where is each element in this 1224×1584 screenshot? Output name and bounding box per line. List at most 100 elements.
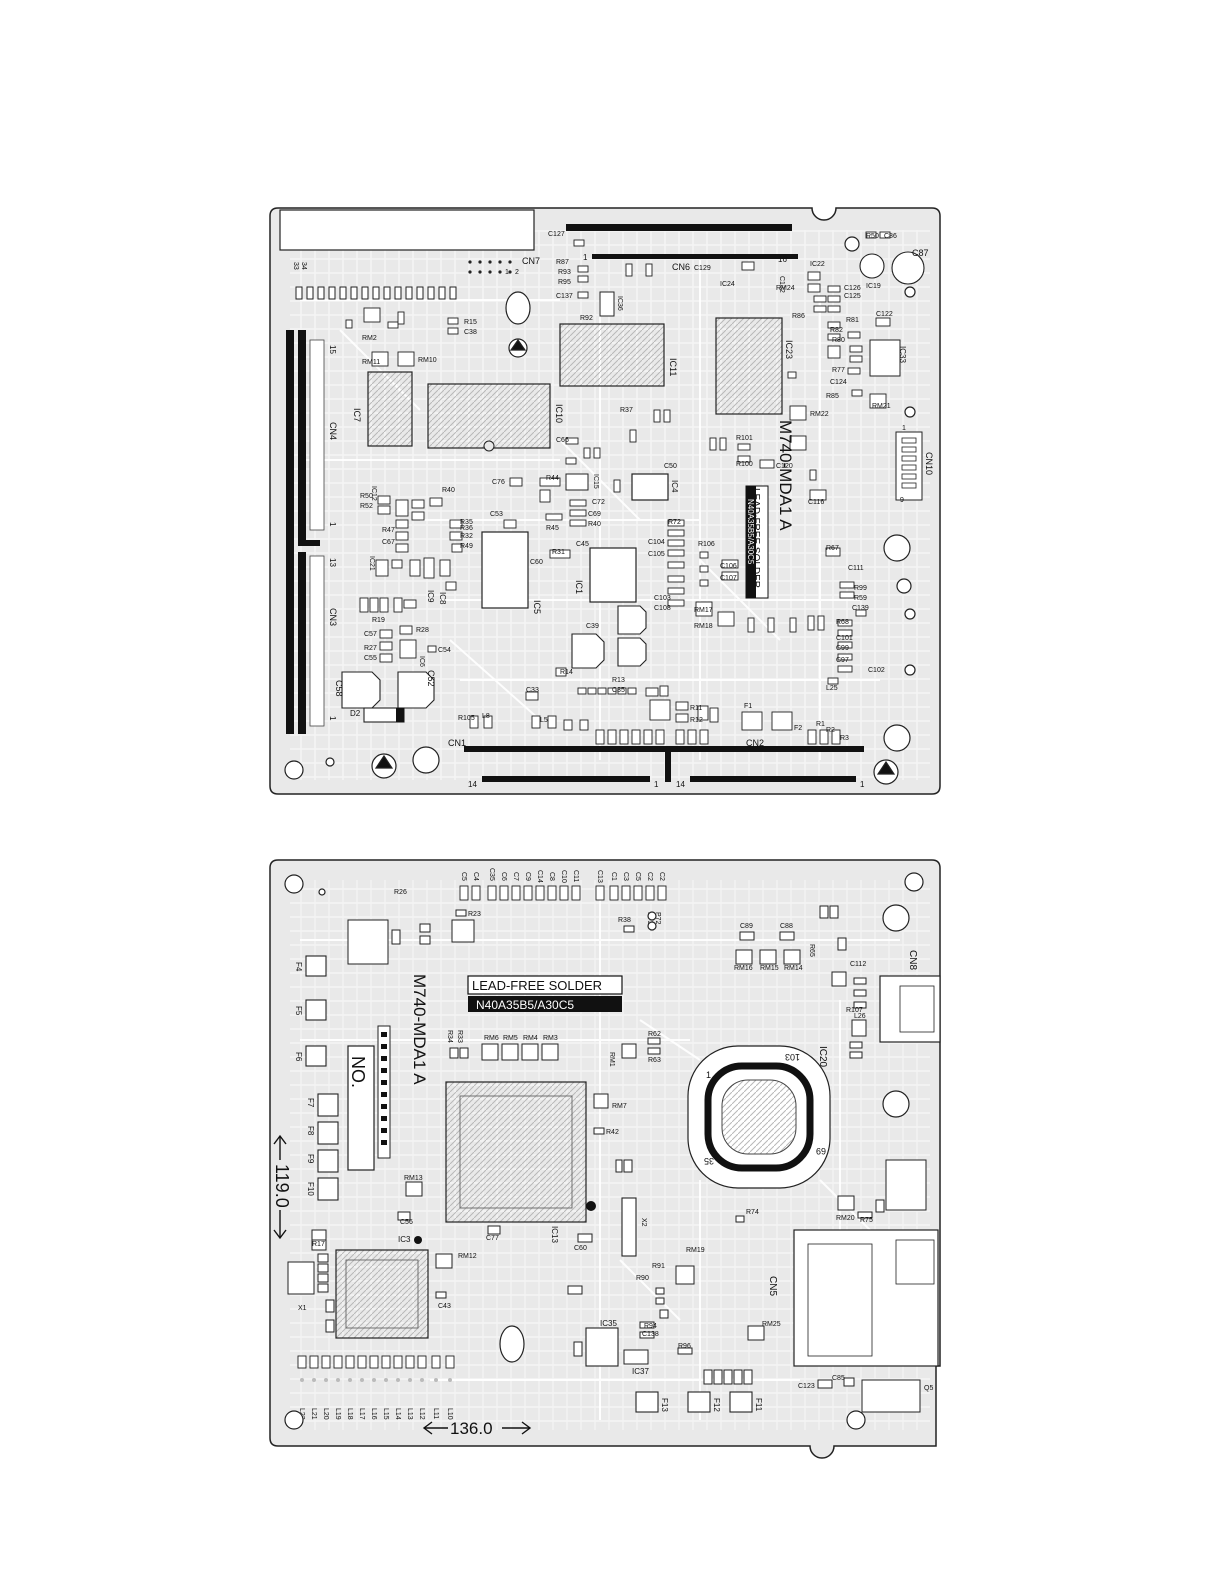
ic7-label: IC7 bbox=[352, 408, 362, 422]
svg-text:F7: F7 bbox=[306, 1098, 315, 1108]
svg-text:C88: C88 bbox=[780, 923, 793, 930]
ic20-pin-35: 35 bbox=[704, 1156, 714, 1166]
svg-text:R82: R82 bbox=[830, 327, 843, 334]
svg-text:R90: R90 bbox=[636, 1275, 649, 1282]
ic8-label: IC8 bbox=[438, 592, 447, 605]
cn6-pin-1: 1 bbox=[583, 253, 588, 262]
svg-text:C72: C72 bbox=[592, 499, 605, 506]
svg-text:P72: P72 bbox=[654, 912, 661, 925]
svg-text:C56: C56 bbox=[400, 1219, 413, 1226]
svg-text:C5: C5 bbox=[634, 872, 641, 881]
ic21-label: IC21 bbox=[368, 556, 375, 571]
svg-text:C2: C2 bbox=[646, 872, 653, 881]
cn1-label: CN1 bbox=[448, 738, 466, 748]
svg-text:L21: L21 bbox=[310, 1408, 317, 1420]
svg-text:C13: C13 bbox=[596, 870, 603, 883]
svg-text:X1: X1 bbox=[298, 1305, 307, 1312]
svg-text:RM18: RM18 bbox=[694, 623, 713, 630]
svg-text:C101: C101 bbox=[836, 635, 853, 642]
cn7-pin-34: 34 bbox=[300, 262, 307, 270]
ic15-chip bbox=[565, 473, 589, 491]
ic1-label: IC1 bbox=[574, 580, 584, 594]
svg-text:R65: R65 bbox=[808, 944, 815, 957]
cn6-pin-16: 16 bbox=[778, 255, 787, 264]
bottom-part-code-box bbox=[468, 996, 622, 1012]
svg-text:C9: C9 bbox=[524, 872, 531, 881]
svg-text:RM13: RM13 bbox=[404, 1175, 423, 1182]
ic3-label: IC3 bbox=[398, 1235, 411, 1244]
svg-text:C86: C86 bbox=[884, 233, 897, 240]
rm-row-labels: R34 R33 RM6 RM5 RM4 RM3 bbox=[446, 1030, 558, 1043]
svg-text:R68: R68 bbox=[836, 619, 849, 626]
svg-text:C5: C5 bbox=[460, 872, 467, 881]
svg-text:C104: C104 bbox=[648, 539, 665, 546]
svg-text:R49: R49 bbox=[460, 543, 473, 550]
svg-text:C120: C120 bbox=[776, 463, 793, 470]
svg-text:R72: R72 bbox=[668, 519, 681, 526]
top-passive-pads bbox=[345, 231, 891, 745]
svg-text:R80: R80 bbox=[832, 337, 845, 344]
svg-text:C126: C126 bbox=[844, 285, 861, 292]
svg-text:R15: R15 bbox=[464, 319, 477, 326]
ic22-label: IC22 bbox=[810, 261, 825, 268]
svg-text:L26: L26 bbox=[854, 1013, 866, 1020]
svg-text:F4: F4 bbox=[294, 962, 303, 972]
svg-text:C3: C3 bbox=[622, 872, 629, 881]
svg-text:C105: C105 bbox=[648, 551, 665, 558]
svg-text:C35: C35 bbox=[488, 868, 495, 881]
ic20-pin-103: 103 bbox=[785, 1052, 800, 1062]
svg-text:L25: L25 bbox=[826, 685, 838, 692]
svg-text:R23: R23 bbox=[468, 911, 481, 918]
svg-text:RM16: RM16 bbox=[734, 965, 753, 972]
ic35-label: IC35 bbox=[600, 1319, 617, 1328]
svg-text:RM11: RM11 bbox=[362, 359, 380, 366]
cn3-pin-1: 1 bbox=[328, 716, 337, 721]
svg-text:R86: R86 bbox=[792, 313, 805, 320]
ic20-pin-1: 1 bbox=[706, 1070, 711, 1080]
bottom-model-label: M740-MDA1 A bbox=[410, 974, 429, 1085]
svg-text:C54: C54 bbox=[438, 647, 451, 654]
bottom-solder-label-box bbox=[467, 975, 623, 995]
ic7-chip bbox=[367, 371, 413, 447]
svg-text:C38: C38 bbox=[464, 329, 477, 336]
ic5-chip bbox=[481, 531, 529, 609]
svg-text:R44: R44 bbox=[546, 475, 559, 482]
svg-text:C102: C102 bbox=[868, 667, 885, 674]
ic20-pin-69: 69 bbox=[816, 1146, 826, 1156]
svg-text:RM22: RM22 bbox=[810, 411, 829, 418]
svg-text:F10: F10 bbox=[306, 1182, 315, 1196]
cn4-label: CN4 bbox=[328, 422, 338, 440]
svg-text:L19: L19 bbox=[334, 1408, 341, 1420]
no-label: NO. bbox=[348, 1056, 368, 1088]
svg-text:R94: R94 bbox=[644, 1323, 657, 1330]
cn10-pin-1: 1 bbox=[902, 425, 906, 432]
svg-text:R42: R42 bbox=[606, 1129, 619, 1136]
x2-label: X2 bbox=[640, 1218, 647, 1227]
top-ground-symbols bbox=[371, 236, 912, 785]
svg-text:R81: R81 bbox=[846, 317, 859, 324]
bottom-part-code: N40A35B5/A30C5 bbox=[476, 998, 574, 1012]
svg-text:L15: L15 bbox=[382, 1408, 389, 1420]
svg-text:R105: R105 bbox=[458, 715, 475, 722]
svg-text:C103: C103 bbox=[654, 595, 671, 602]
cn4-pin-1: 1 bbox=[328, 522, 337, 527]
svg-text:R26: R26 bbox=[394, 889, 407, 896]
svg-text:RM17: RM17 bbox=[694, 607, 713, 614]
svg-text:RM10: RM10 bbox=[418, 357, 437, 364]
svg-text:F8: F8 bbox=[306, 1126, 315, 1136]
svg-text:C123: C123 bbox=[798, 1383, 815, 1390]
ic20-label: IC20 bbox=[817, 1046, 828, 1068]
svg-text:RM24: RM24 bbox=[776, 285, 795, 292]
cn10-label: CN10 bbox=[924, 452, 934, 475]
svg-text:C85: C85 bbox=[832, 1375, 845, 1382]
svg-text:RM6: RM6 bbox=[484, 1035, 499, 1042]
ic37-chip bbox=[623, 1349, 649, 1365]
ic11-label: IC11 bbox=[668, 358, 678, 376]
svg-text:R101: R101 bbox=[736, 435, 753, 442]
top-part-code-box bbox=[746, 486, 756, 598]
c58-label: C58 bbox=[334, 680, 344, 697]
svg-text:L17: L17 bbox=[358, 1408, 365, 1420]
